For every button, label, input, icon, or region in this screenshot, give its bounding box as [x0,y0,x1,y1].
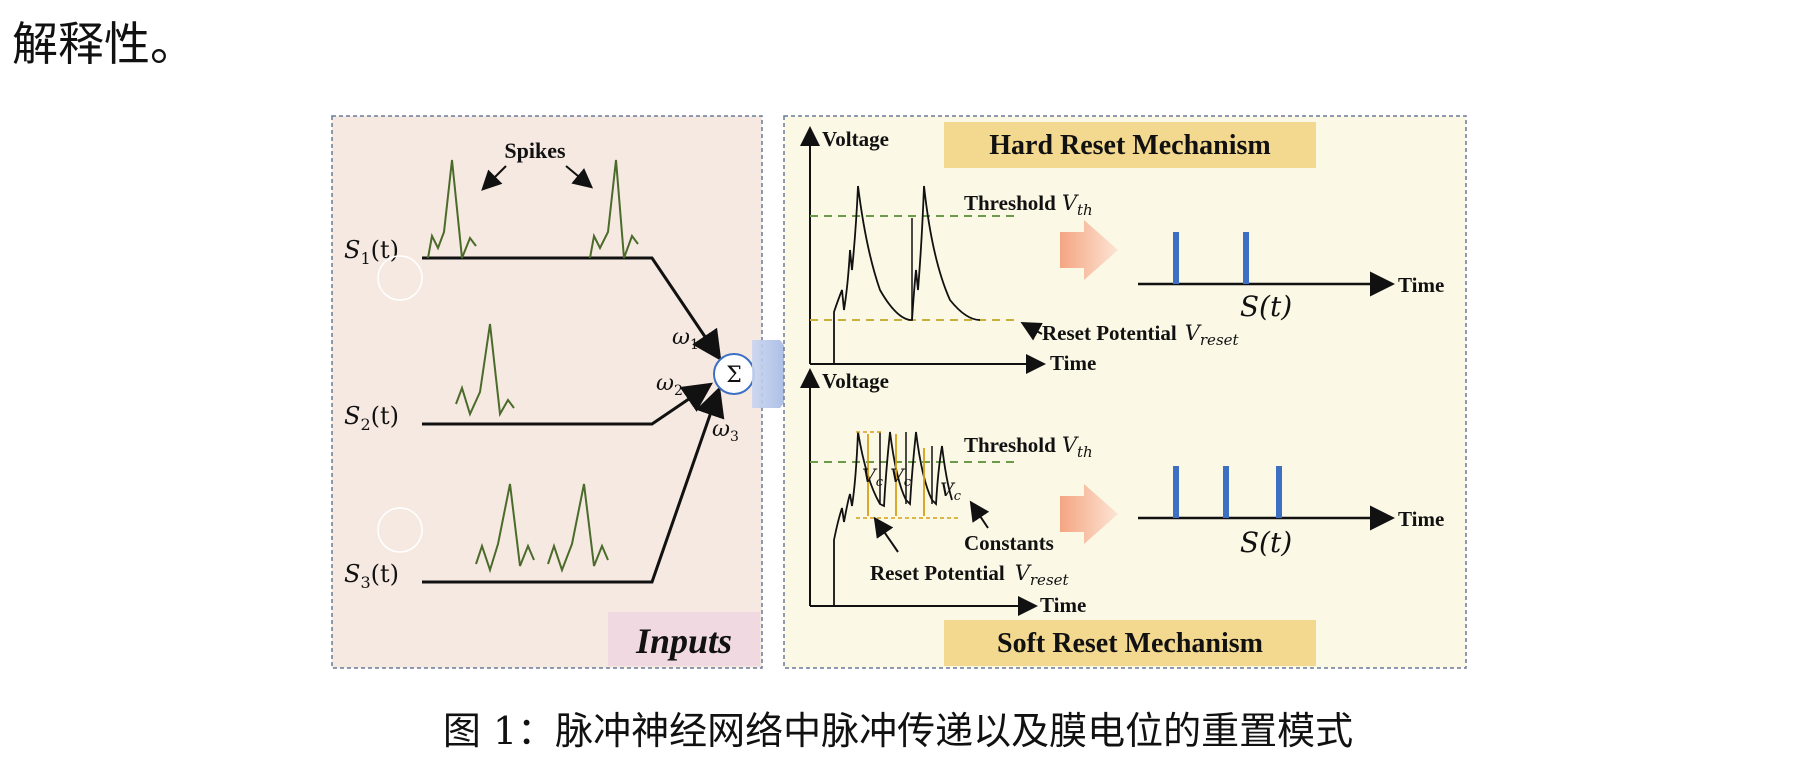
hard-reset-pointer [1020,322,1043,341]
soft-membrane-trace [833,431,953,606]
soft-reset-title: Soft Reset Mechanism [997,628,1263,659]
hard-reset-section: Hard Reset Mechanism Voltage Time Thresh… [800,122,1444,375]
hard-output-axis-label: Time [1398,273,1444,297]
soft-output-spike-2 [1223,466,1229,518]
hard-output-spike-1 [1173,232,1179,284]
soft-reset-pointer [873,516,899,553]
reset-panel: Hard Reset Mechanism Voltage Time Thresh… [783,115,1467,669]
spikes-arrow-right [565,165,594,189]
spikes-arrow-left [481,165,507,191]
soft-vc-label-3: Vc [940,479,962,504]
input-label-1: S1(t) [344,236,399,268]
hard-time-axis-label: Time [1050,351,1096,375]
input-line-2: S2(t) [344,323,713,434]
inputs-title-bg [608,612,760,666]
input-ghost-circle-3 [377,507,423,553]
input-wire-2 [422,382,713,426]
sum-symbol: Σ [726,363,742,388]
body-text-fragment: 解释性。 [12,17,196,71]
input-spike-3b [547,483,609,573]
weight-label-1: ω1 [672,325,699,353]
soft-vc-label-1: Vc [862,465,884,490]
input-spike-1b [589,159,639,259]
input-label-3: S3(t) [344,560,399,592]
soft-output-arrow [1060,484,1118,544]
neuron-figure: Inputs Spikes S1(t) S2(t) S3(t) ω1 ω2 ω3 [331,115,1467,669]
input-line-1: S1(t) [344,159,722,361]
figure-caption: 图 1：脉冲神经网络中脉冲传递以及膜电位的重置模式 [442,709,1354,753]
hard-voltage-axis-label: Voltage [822,127,889,151]
input-wire-1 [422,256,722,361]
reset-panel-bg [783,115,1467,669]
hard-reset-title: Hard Reset Mechanism [989,130,1271,161]
hard-reset-title-bg [944,122,1316,168]
input-ghost-circle-1 [377,255,423,301]
input-spike-1a [427,159,477,259]
soft-reset-title-bg [944,620,1316,666]
input-wire-3 [422,386,725,584]
spikes-label: Spikes [504,138,566,163]
weight-label-3: ω3 [712,417,739,445]
soft-output-spike-3 [1276,466,1282,518]
soft-output-label: S(t) [1240,526,1292,559]
hard-output-spike-2 [1243,232,1249,284]
hard-output-label: S(t) [1240,290,1292,323]
hard-membrane-trace [833,185,981,364]
input-spike-3a [475,483,535,574]
soft-vc-label-2: Vc [890,465,912,490]
soft-constants-pointer [969,500,990,529]
soft-output-axis-label: Time [1398,507,1444,531]
soft-voltage-axis-label: Voltage [822,369,889,393]
hard-output-arrow [1060,220,1118,280]
input-spike-2 [455,323,515,418]
soft-time-axis-label: Time [1040,593,1086,617]
inputs-title: Inputs [635,621,732,661]
input-line-3: S3(t) [344,386,725,592]
soft-constants-label: Constants [964,531,1054,555]
soft-output-spike-1 [1173,466,1179,518]
weight-label-2: ω2 [656,371,683,399]
input-label-2: S2(t) [344,402,399,434]
inputs-panel: Inputs Spikes S1(t) S2(t) S3(t) ω1 ω2 ω3 [331,115,763,669]
